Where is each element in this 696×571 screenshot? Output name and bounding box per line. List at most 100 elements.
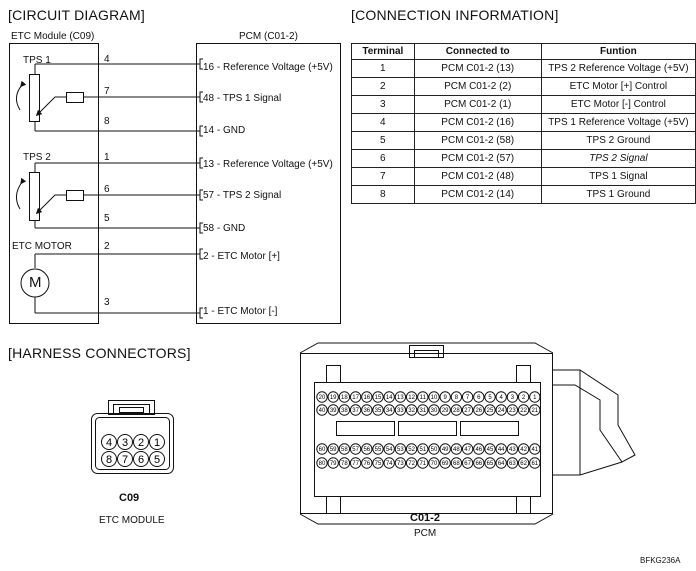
c01-pin-label: 58 xyxy=(341,447,348,453)
c01-pin-label: 28 xyxy=(453,408,460,414)
c01-pin-circle xyxy=(506,391,519,403)
cell: 8 xyxy=(351,185,415,204)
c09-code: C09 xyxy=(119,492,140,504)
c01-pin-label: 8 xyxy=(455,395,459,401)
c01-pin-label: 10 xyxy=(431,395,438,401)
c01-pin-label: 68 xyxy=(453,461,460,467)
c01-pin-circle xyxy=(327,457,339,469)
table-header-row: Terminal Connected to Funtion xyxy=(351,43,696,60)
c01-pin-label: 69 xyxy=(442,461,449,467)
c01-pin-circle xyxy=(529,457,541,469)
c01-pin-label: 45 xyxy=(487,447,494,453)
c01-pin-label: 70 xyxy=(431,461,438,467)
c01-pin-label: 2 xyxy=(522,395,526,401)
connection-info-title: [CONNECTION INFORMATION] xyxy=(351,7,559,23)
c09-pin-circle xyxy=(117,434,133,450)
c01-pin-circle xyxy=(316,404,328,416)
c01-pin-circle xyxy=(383,457,395,469)
c01-pin-circle xyxy=(495,404,507,416)
pcm-pin-2-label: 2 - ETC Motor [+] xyxy=(203,251,280,262)
c01-pin-label: 12 xyxy=(408,395,415,401)
cell: TPS 2 Signal xyxy=(540,149,696,168)
c01-pin-label: 31 xyxy=(419,408,426,414)
tps1-label: TPS 1 xyxy=(23,55,51,66)
c01-pin-circle xyxy=(417,404,429,416)
c09-pin-circle xyxy=(133,451,149,467)
c01-pin-label: 6 xyxy=(477,395,481,401)
c01-pin-circle xyxy=(484,391,496,403)
cell: TPS 1 Reference Voltage (+5V) xyxy=(540,113,696,132)
c01-pin-label: 14 xyxy=(386,395,393,401)
tps2-resistor xyxy=(29,172,40,221)
c01-pin-circle xyxy=(405,443,418,455)
c01-pin-circle xyxy=(394,404,407,416)
c01-pin-label: 13 xyxy=(397,395,404,401)
c01-2-connector xyxy=(299,342,636,525)
c01-pin-circle xyxy=(349,443,362,455)
figure-code: BFKG236A xyxy=(640,556,681,565)
c01-pin-circle xyxy=(484,404,496,416)
c01-pin-circle xyxy=(405,391,418,403)
c01-pin-circle xyxy=(428,443,440,455)
pcm-label: PCM (C01-2) xyxy=(239,31,298,42)
c01-pin-label: 9 xyxy=(444,395,448,401)
c01-pin-label: 39 xyxy=(330,408,337,414)
c01-pin-label: 24 xyxy=(498,408,505,414)
module-pin-5: 5 xyxy=(104,213,110,224)
cell: TPS 1 Signal xyxy=(540,167,696,186)
c01-pin-circle xyxy=(372,391,384,403)
c09-pin-label: 7 xyxy=(122,454,128,466)
c09-pin-circle xyxy=(149,451,165,467)
c01-pin-circle xyxy=(529,443,541,455)
c01-pin-circle xyxy=(484,443,496,455)
c01-pin-label: 53 xyxy=(397,447,404,453)
c01-pin-circle xyxy=(484,457,496,469)
cell: PCM C01-2 (1) xyxy=(413,95,542,114)
c09-pin-label: 2 xyxy=(138,437,144,449)
c09-pin-circle xyxy=(149,434,165,450)
c01-pin-label: 57 xyxy=(352,447,359,453)
c01-pin-circle xyxy=(383,443,395,455)
c01-pin-circle xyxy=(372,457,384,469)
c01-pin-circle xyxy=(405,404,418,416)
cell: 2 xyxy=(351,77,415,96)
c01-pin-circle xyxy=(417,391,429,403)
cell: PCM C01-2 (16) xyxy=(413,113,542,132)
pcm-pin-57-label: 57 - TPS 2 Signal xyxy=(203,190,282,201)
cell: TPS 2 Ground xyxy=(540,131,696,150)
c01-pin-circle xyxy=(327,391,339,403)
c01-pin-circle xyxy=(473,391,485,403)
c01-pin-label: 41 xyxy=(531,447,538,453)
c01-pin-label: 43 xyxy=(509,447,516,453)
c01-pin-circle xyxy=(517,457,530,469)
c01-pin-circle xyxy=(394,457,407,469)
tps1-resistor xyxy=(29,74,40,122)
c01-pin-circle xyxy=(495,443,507,455)
header-connected-to: Connected to xyxy=(413,43,542,60)
c01-pin-label: 15 xyxy=(375,395,382,401)
c01-pin-label: 61 xyxy=(531,461,538,467)
module-pin-3: 3 xyxy=(104,297,110,308)
c01-pin-label: 79 xyxy=(330,461,337,467)
c01-pin-circle xyxy=(495,457,507,469)
c01-pin-label: 63 xyxy=(509,461,516,467)
c01-pin-label: 36 xyxy=(363,408,370,414)
c01-pin-circle xyxy=(316,391,328,403)
module-pin-6: 6 xyxy=(104,184,110,195)
c01-pin-label: 46 xyxy=(475,447,482,453)
c01-pin-circle xyxy=(439,457,451,469)
c01-pin-circle xyxy=(428,457,440,469)
c01-pin-label: 65 xyxy=(487,461,494,467)
c01-pin-circle xyxy=(316,457,328,469)
c01-pin-label: 21 xyxy=(531,408,538,414)
c01-pin-circle xyxy=(349,391,362,403)
c01-pin-circle xyxy=(372,443,384,455)
etc-module-box xyxy=(9,43,99,324)
pcm-pin-1-label: 1 - ETC Motor [-] xyxy=(203,306,278,317)
c01-pin-label: 22 xyxy=(520,408,527,414)
c01-pin-label: 73 xyxy=(397,461,404,467)
cell: ETC Motor [-] Control xyxy=(540,95,696,114)
